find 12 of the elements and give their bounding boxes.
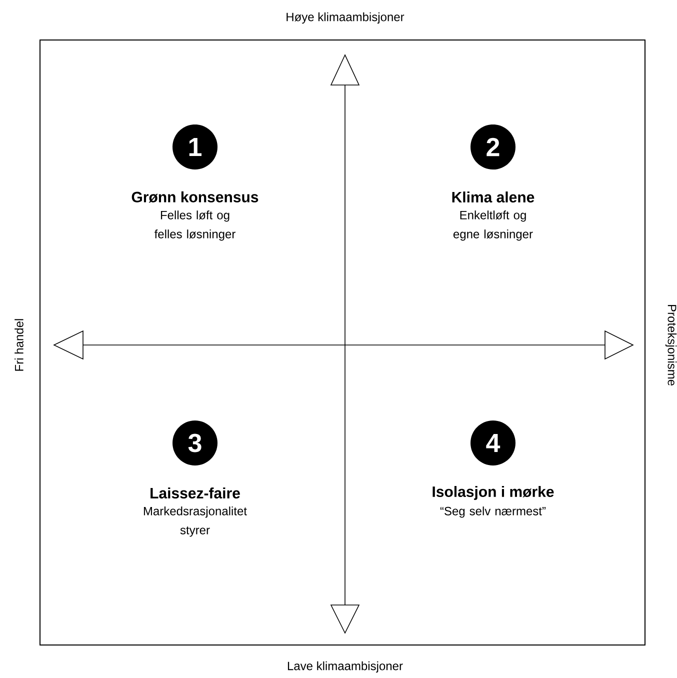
scenario-description: Markedsrasjonalitet styrer — [144, 506, 247, 537]
scenario-title: Isolasjon i mørke — [432, 486, 554, 500]
axis-label: Proteksjonisme — [665, 304, 677, 386]
scenario-description: “Seg selv nærmest” — [440, 506, 546, 518]
scenario-title: Laissez-faire — [150, 488, 240, 498]
axis-label: Fri handel — [14, 319, 24, 371]
scenario-title: Grønn konsensus — [132, 191, 258, 203]
scenario-description: Enkeltløft og egne løsninger — [453, 210, 533, 241]
axis-label: Lave klimaambisjoner — [288, 661, 403, 673]
scenario-title: Klima alene — [452, 192, 534, 202]
axis-label: Høye klimaambisjoner — [286, 12, 404, 24]
scenario-description: Felles løft og felles løsninger — [154, 210, 236, 241]
